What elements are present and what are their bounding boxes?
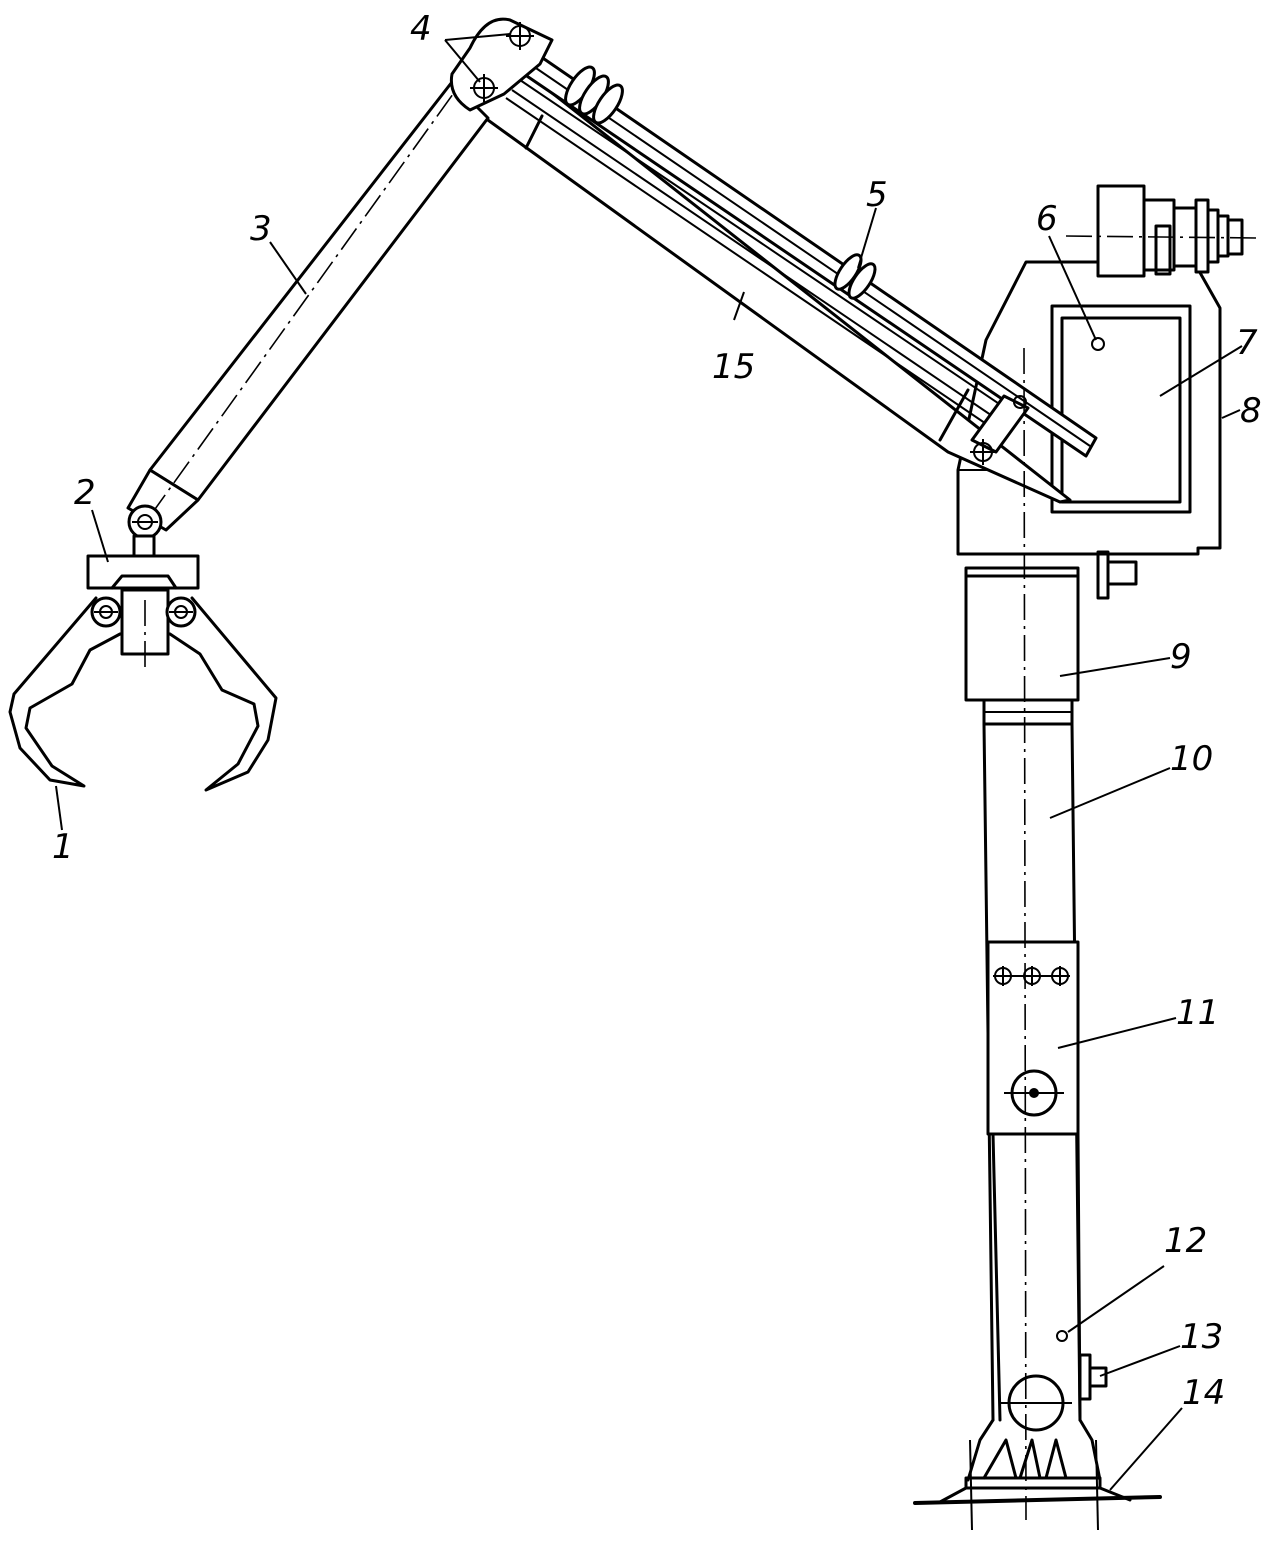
label-5: 5 [866, 175, 888, 215]
cylinder-rings [564, 65, 877, 300]
label-2: 2 [74, 473, 96, 513]
stick-3 [126, 17, 554, 532]
jaw-left-1 [8, 596, 122, 788]
label-4: 4 [410, 9, 432, 49]
dot-6 [1091, 337, 1105, 351]
label-8: 8 [1240, 391, 1262, 431]
column-mast [913, 566, 1162, 1531]
base-stand-14 [913, 1418, 1162, 1531]
label-10: 10 [1170, 739, 1213, 779]
label-12: 12 [1164, 1221, 1207, 1261]
motor-unit [1065, 184, 1257, 278]
jaw-right [168, 596, 278, 792]
grapple [8, 504, 278, 792]
callout-labels: 1 2 3 4 5 6 7 8 9 10 11 12 13 14 15 [52, 9, 1262, 1413]
label-11: 11 [1176, 993, 1219, 1033]
label-7: 7 [1236, 323, 1258, 363]
label-1: 1 [52, 827, 74, 867]
label-13: 13 [1180, 1317, 1223, 1357]
label-6: 6 [1036, 199, 1058, 239]
slewing-ring-9 [964, 574, 1080, 702]
label-15: 15 [712, 347, 755, 387]
label-9: 9 [1170, 637, 1192, 677]
label-3: 3 [250, 209, 272, 249]
rotator-2 [86, 554, 200, 590]
bolt-row [993, 966, 1070, 986]
panel-7 [1050, 304, 1192, 514]
leader-lines [55, 33, 1243, 1491]
hole-12 [1056, 1330, 1068, 1342]
main-boom-15 [472, 50, 1098, 1521]
label-14: 14 [1182, 1373, 1225, 1413]
